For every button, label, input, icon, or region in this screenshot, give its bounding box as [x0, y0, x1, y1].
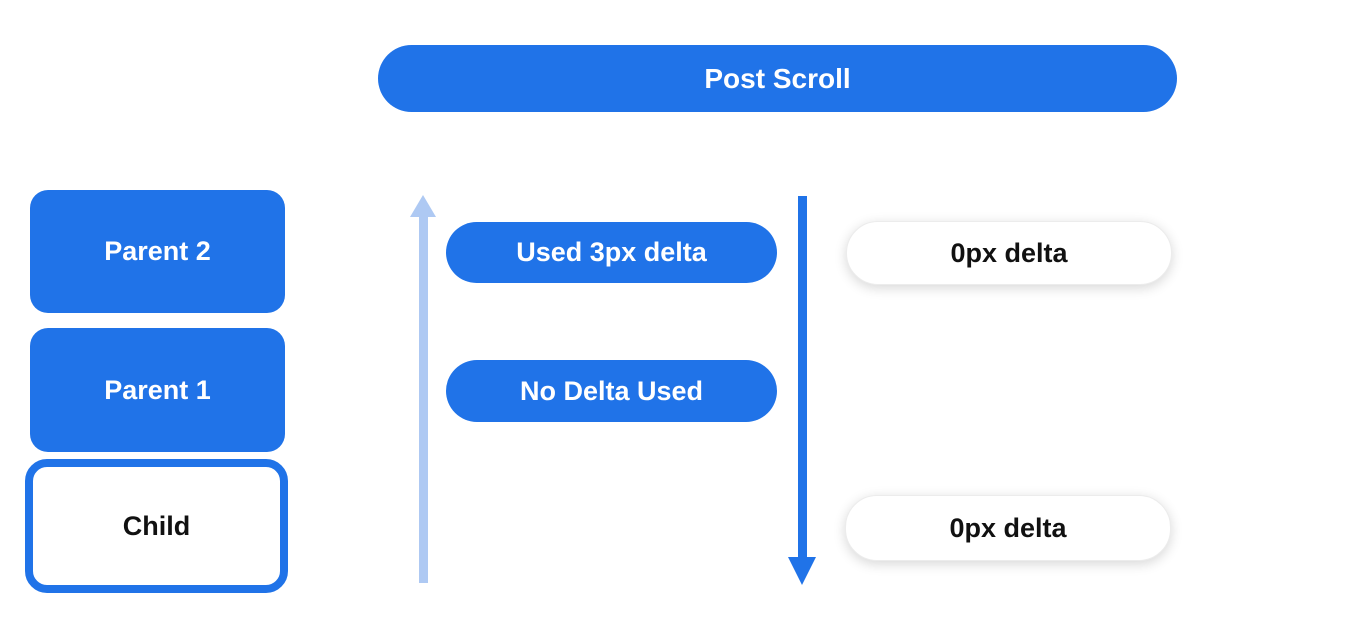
- post-scroll-header: Post Scroll: [378, 45, 1177, 112]
- used-delta-pill-parent1: No Delta Used: [446, 360, 777, 422]
- parent2-node-box: Parent 2: [30, 190, 285, 313]
- scroll-up-arrow-shaft: [419, 214, 428, 583]
- child-node-box: Child: [25, 459, 288, 593]
- scroll-down-arrow-shaft: [798, 196, 807, 558]
- scroll-up-arrow-icon: [410, 195, 436, 217]
- remaining-delta-pill-child: 0px delta: [845, 495, 1171, 561]
- parent1-node-box: Parent 1: [30, 328, 285, 452]
- scroll-down-arrow-icon: [788, 557, 816, 585]
- used-delta-pill-parent2: Used 3px delta: [446, 222, 777, 283]
- remaining-delta-pill-parent2: 0px delta: [846, 221, 1172, 285]
